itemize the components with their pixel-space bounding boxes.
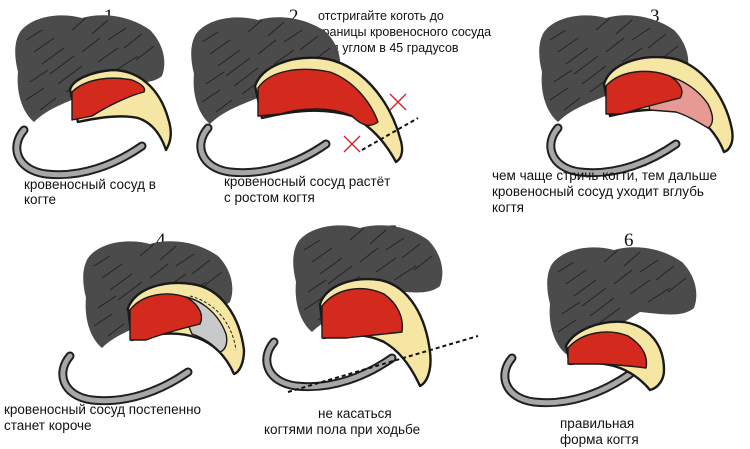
panel-4: 4 кровеносный сосуд постепенно станет ко…	[4, 230, 246, 433]
panel-number: 3	[650, 6, 660, 27]
toe-illustration	[201, 128, 326, 173]
panel-1: 1 кровеносный сосуд в когте	[15, 6, 172, 207]
toe-illustration	[63, 356, 188, 401]
caption-line: правильная	[560, 416, 634, 431]
quick-illustration	[567, 331, 648, 369]
cut-mark-icon	[343, 93, 407, 153]
caption-line: кровеносный сосуд постепенно	[4, 402, 201, 417]
panel-6: 6 правильная форма когтя	[505, 230, 697, 447]
cut-line	[361, 117, 419, 151]
caption-block: не касаться когтями пола при ходьбе	[264, 406, 420, 437]
caption-block: правильная форма когтя	[560, 416, 639, 447]
caption-line: чем чаще стричь когти, тем дальше	[492, 168, 717, 183]
caption-line: когтя	[492, 200, 524, 215]
panel-number: 4	[156, 230, 166, 251]
note-line: границы кровеносного сосуда	[318, 25, 491, 39]
quick-illustration	[605, 70, 683, 115]
caption-line: не касаться	[318, 406, 392, 421]
caption-block: кровеносный сосуд постепенно станет коро…	[4, 402, 201, 433]
caption-line: форма когтя	[560, 432, 639, 447]
caption-block: чем чаще стричь когти, тем дальше кровен…	[492, 168, 717, 215]
note-line: отстригайте коготь до	[318, 9, 444, 23]
caption-line: с ростом когтя	[224, 190, 315, 205]
old-quick-outline	[189, 295, 237, 351]
quick-illustration	[257, 68, 379, 127]
panel-number: 2	[289, 6, 299, 27]
toe-illustration	[551, 128, 676, 173]
caption-block: кровеносный сосуд в когте	[24, 177, 156, 207]
quick-illustration	[129, 293, 203, 341]
instruction-note: отстригайте коготь до границы кровеносно…	[318, 9, 491, 55]
caption-line: кровеносный сосуд в	[24, 177, 156, 192]
caption-line: когтями пола при ходьбе	[264, 422, 420, 437]
panel-3: 3 чем чаще стричь когти, тем дальше кров…	[492, 6, 734, 215]
panel-2: 2 отстригайте коготь до границы кровенос…	[190, 6, 491, 205]
panel-5: 5 не касаться когтями пола при ходьбе	[264, 222, 479, 437]
toe-illustration	[17, 130, 142, 175]
caption-line: когте	[24, 192, 56, 207]
quick-illustration	[71, 77, 146, 121]
caption-block: кровеносный сосуд растёт с ростом когтя	[224, 174, 390, 205]
caption-line: станет короче	[4, 418, 92, 433]
caption-line: кровеносный сосуд уходит вглубь	[492, 184, 704, 199]
caption-line: кровеносный сосуд растёт	[224, 174, 390, 189]
panel-number: 6	[624, 230, 634, 251]
floor-line	[287, 335, 479, 393]
note-line: под углом в 45 градусов	[318, 41, 459, 55]
quick-illustration	[321, 287, 404, 339]
